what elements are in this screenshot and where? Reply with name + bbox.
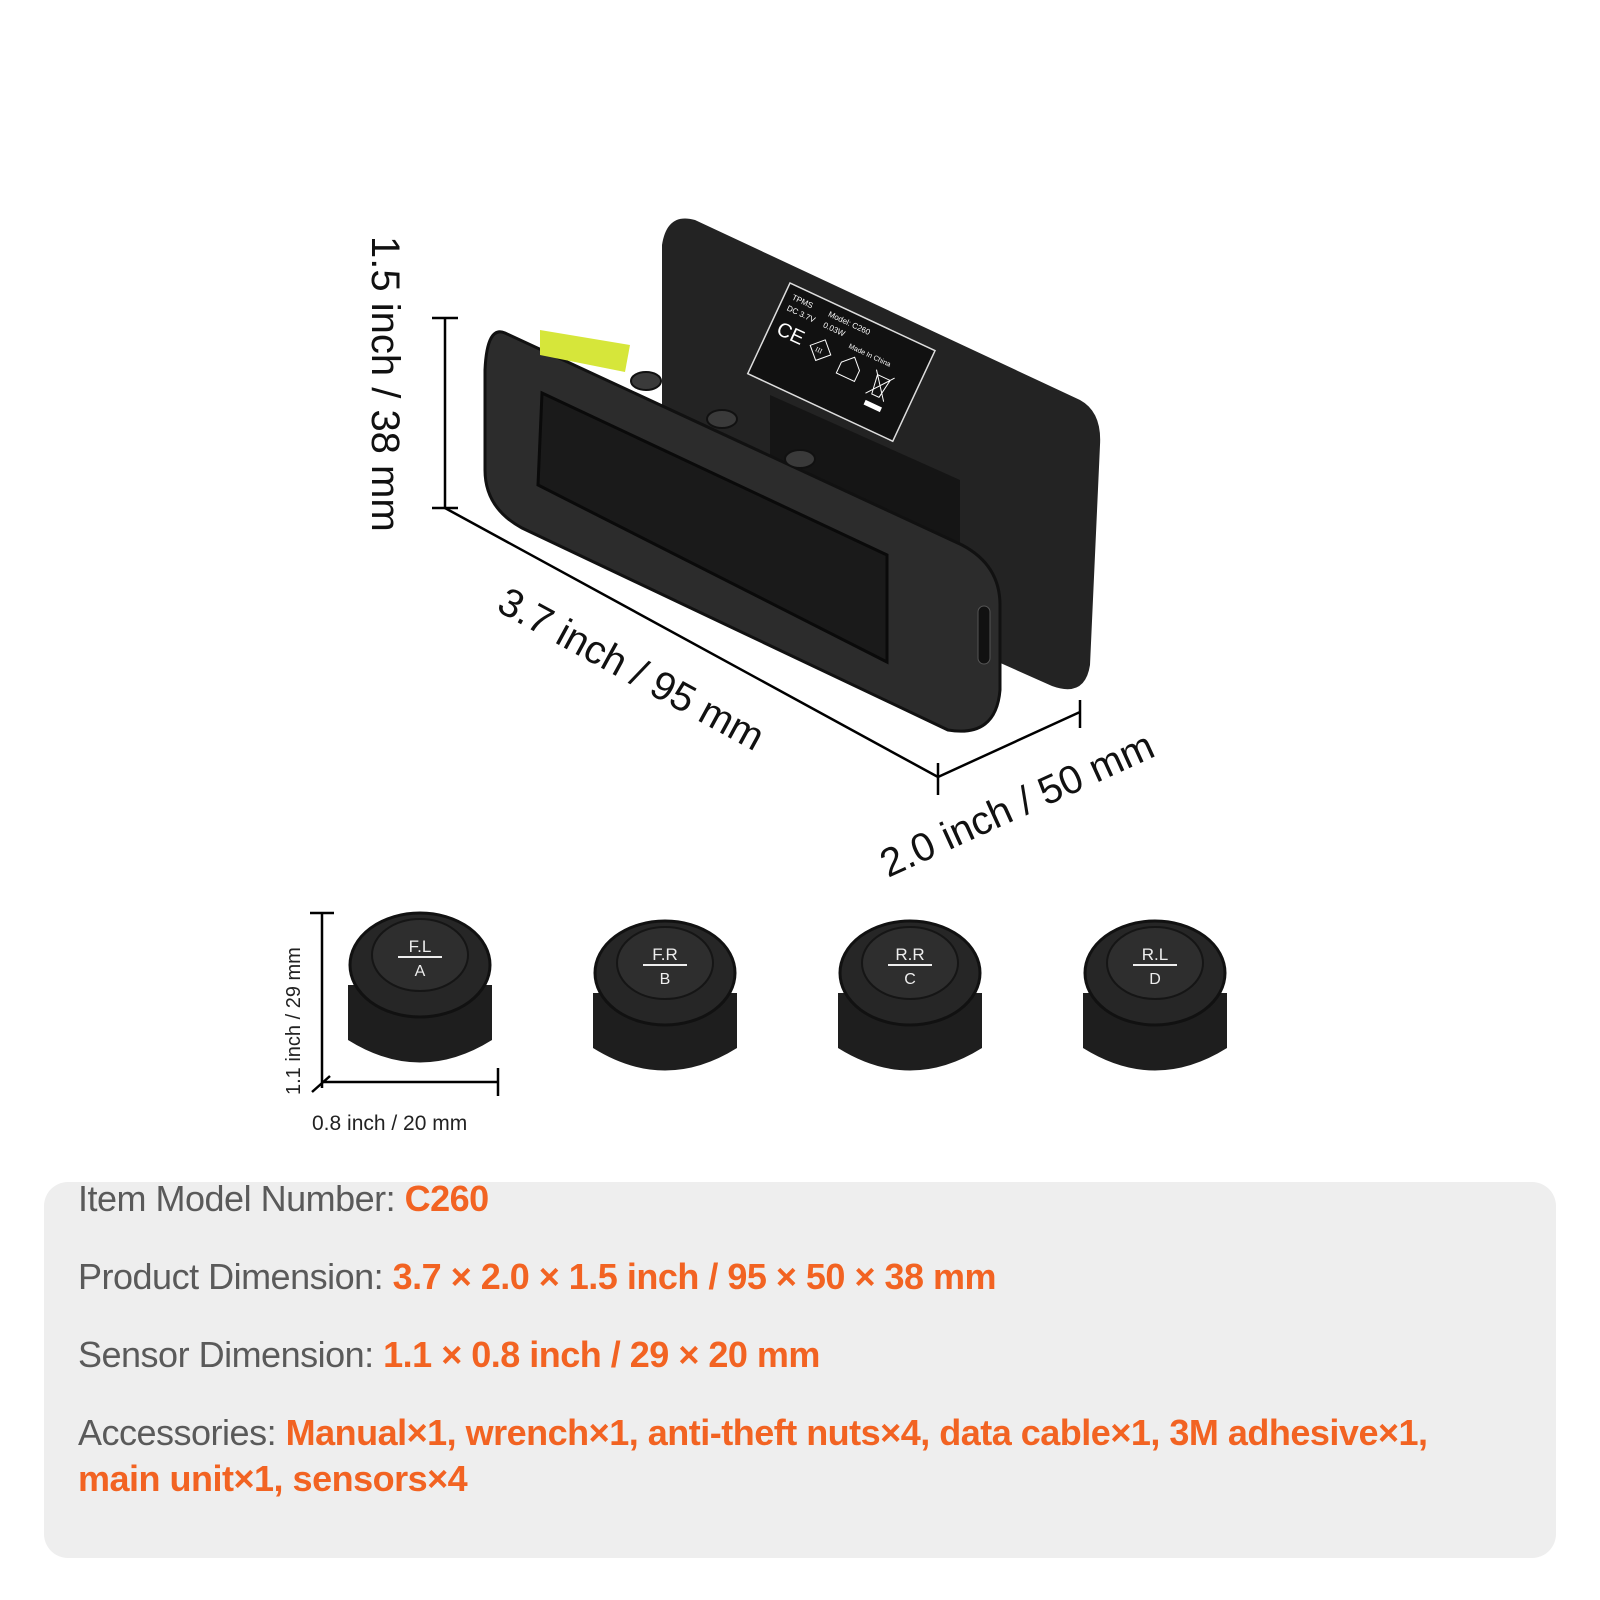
spec-value: C260: [404, 1178, 490, 1219]
weee-bin-icon: [865, 369, 895, 402]
spec-accessories: Accessories: Manual×1, wrench×1, anti-th…: [78, 1410, 1428, 1502]
sensor-position: R.R: [895, 945, 924, 964]
button-1[interactable]: [630, 371, 662, 391]
sensor-d: R.L D: [1083, 919, 1227, 1071]
sensor-cap-top: [861, 926, 959, 1000]
sensor-position: F.L: [409, 937, 432, 956]
sensor-letter: D: [1149, 971, 1161, 988]
spec-product-dimension: Product Dimension: 3.7 × 2.0 × 1.5 inch …: [78, 1254, 997, 1300]
spec-value-continued: main unit×1, sensors×4: [78, 1458, 468, 1499]
sensor-a: F.L A: [348, 911, 492, 1063]
height-dimension-label: 1.5 inch / 38 mm: [363, 236, 407, 532]
usb-port: [977, 605, 991, 665]
sensor-width-label: 0.8 inch / 20 mm: [312, 1112, 467, 1135]
class-iii-text: III: [814, 345, 824, 355]
button-3[interactable]: [784, 449, 816, 469]
sensor-position: R.L: [1142, 945, 1168, 964]
weee-bar-icon: [863, 399, 882, 413]
spec-label: Sensor Dimension:: [78, 1334, 384, 1375]
sensor-letter: B: [660, 971, 671, 988]
button-2[interactable]: [706, 409, 738, 429]
specs-panel: Item Model Number: C260 Product Dimensio…: [44, 1178, 1556, 1558]
sensor-cap-top: [371, 918, 469, 992]
class-iii-icon: [809, 339, 832, 362]
sensor-letter: C: [904, 971, 916, 988]
spec-label: Item Model Number:: [78, 1178, 405, 1219]
dimension-lines: [310, 316, 1082, 1096]
sensor-b: F.R B: [593, 919, 737, 1071]
spec-value: Manual×1, wrench×1, anti-theft nuts×4, d…: [285, 1412, 1428, 1453]
spec-label: Product Dimension:: [78, 1256, 393, 1297]
device-screen: [536, 390, 889, 665]
sensor-cap-top: [1106, 926, 1204, 1000]
spec-model: Item Model Number: C260: [78, 1176, 489, 1222]
sensor-cap-top: [616, 926, 714, 1000]
spec-label: Accessories:: [78, 1412, 286, 1453]
sensor-c: R.R C: [838, 919, 982, 1071]
depth-dimension-label: 2.0 inch / 50 mm: [873, 724, 1160, 887]
spec-value: 3.7 × 2.0 × 1.5 inch / 95 × 50 × 38 mm: [392, 1256, 997, 1297]
house-icon: [835, 356, 861, 383]
spec-value: 1.1 × 0.8 inch / 29 × 20 mm: [383, 1334, 820, 1375]
sensor-letter: A: [415, 963, 426, 980]
device-label: TPMS DC 3.7V Model: C260 0.03W Made In C…: [746, 282, 937, 443]
sensor-position: F.R: [652, 945, 678, 964]
spirit-level: [540, 330, 630, 372]
spec-sensor-dimension: Sensor Dimension: 1.1 × 0.8 inch / 29 × …: [78, 1332, 820, 1378]
sensor-height-label: 1.1 inch / 29 mm: [283, 947, 305, 1095]
